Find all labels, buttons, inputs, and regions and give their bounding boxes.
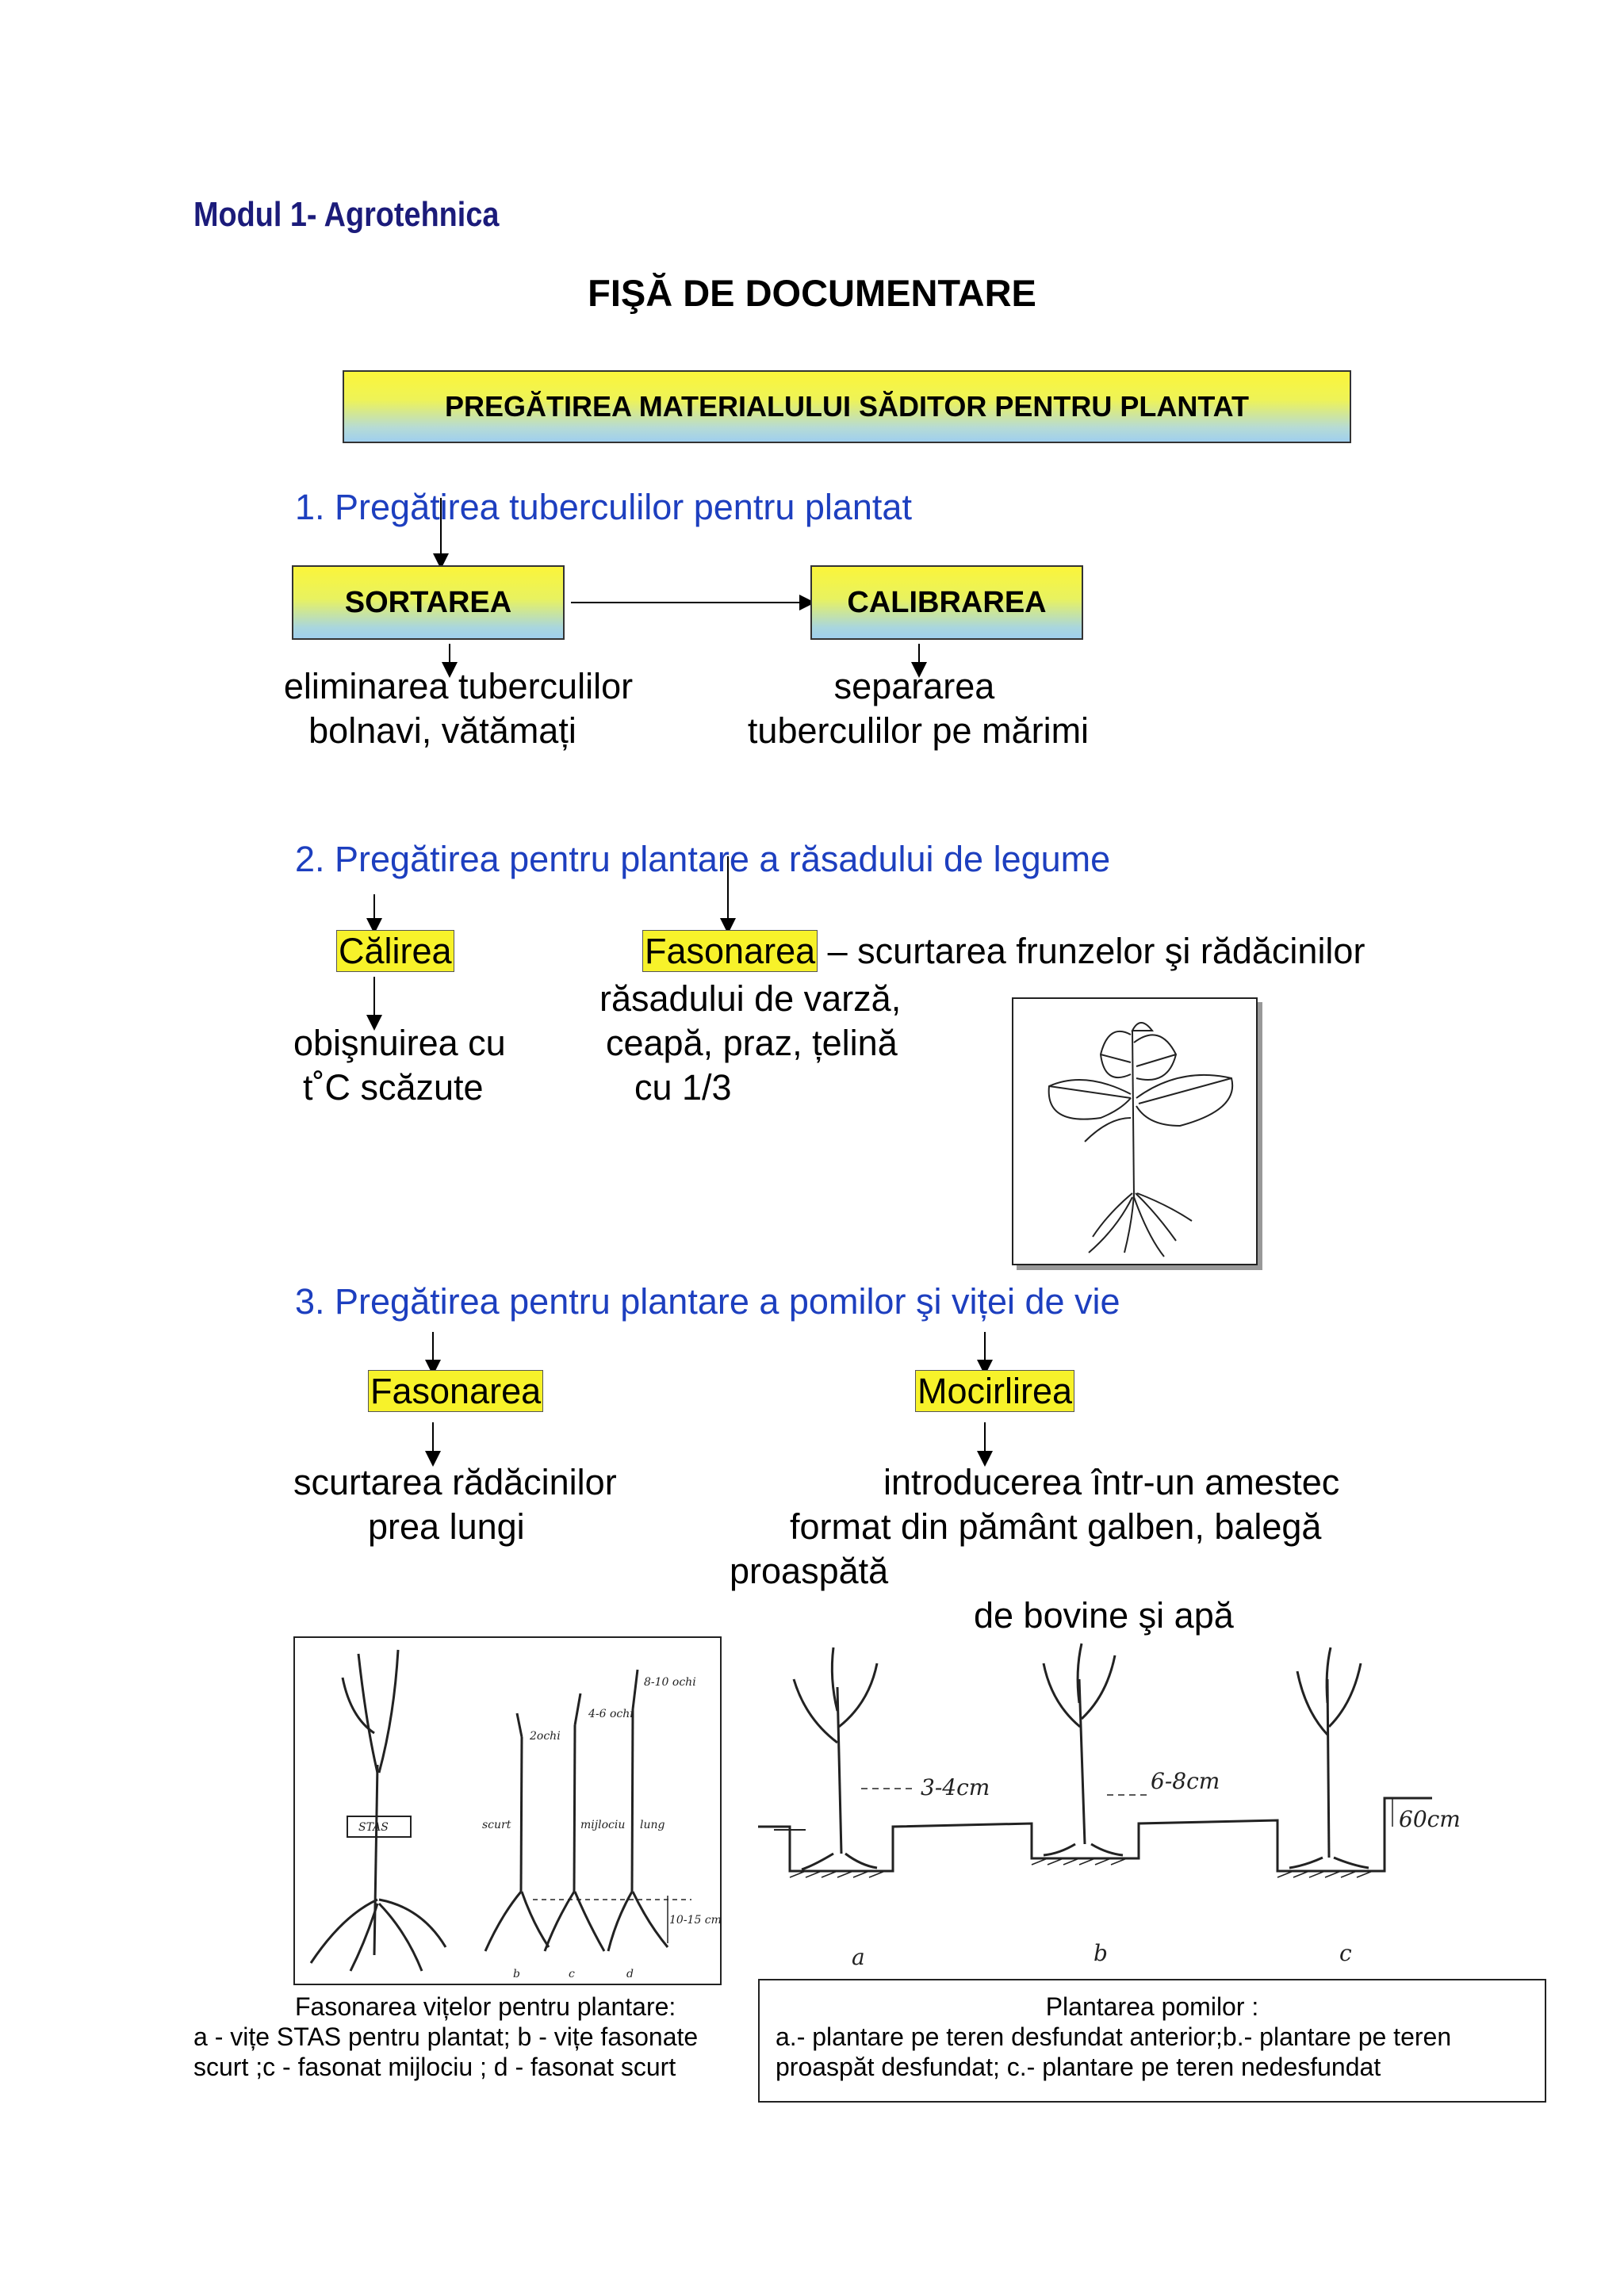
caption-line: a.- plantare pe teren desfundat anterior… bbox=[776, 2022, 1452, 2051]
desc-line: obişnuirea cu bbox=[293, 1023, 506, 1063]
puddling-label: Mocirlirea bbox=[915, 1370, 1075, 1412]
desc-line: introducerea într-un amestec bbox=[883, 1462, 1340, 1502]
desc-line: bolnavi, vătămați bbox=[308, 710, 576, 751]
shaping-definition: – scurtarea frunzelor şi rădăcinilor bbox=[827, 931, 1365, 971]
shaping-line: Fasonarea – scurtarea frunzelor şi rădăc… bbox=[642, 929, 1365, 974]
module-title: Modul 1- Agrotehnica bbox=[193, 195, 500, 234]
desc-line: răsadului de varză, bbox=[599, 978, 902, 1019]
desc-line: proaspătă bbox=[730, 1551, 889, 1591]
vine-caption: Fasonarea vițelor pentru plantare: a - v… bbox=[193, 1992, 749, 2082]
desc-line: t˚C scăzute bbox=[303, 1067, 484, 1108]
seedling-drawing bbox=[1048, 1022, 1234, 1257]
document-title: FIŞĂ DE DOCUMENTARE bbox=[588, 272, 1036, 314]
topic-banner: PREGĂTIREA MATERIALULUI SĂDITOR PENTRU P… bbox=[343, 370, 1351, 443]
puddling-description: introducerea într-un amestec format din … bbox=[730, 1460, 1339, 1638]
calibration-description: separarea tuberculilor pe mărimi bbox=[720, 664, 1116, 753]
caption-line: Plantarea pomilor : bbox=[1045, 1992, 1259, 2021]
desc-line: separarea bbox=[833, 666, 995, 706]
vine-figure: STAS 2ochi 4-6 ochi 8-10 ochi scurt mijl… bbox=[293, 1636, 722, 1985]
desc-line: prea lungi bbox=[368, 1506, 525, 1547]
fig-label: scurt bbox=[482, 1819, 511, 1831]
fig-label: 2ochi bbox=[529, 1730, 561, 1743]
calibration-box: CALIBRAREA bbox=[810, 565, 1083, 640]
fig-label: b bbox=[513, 1968, 520, 1980]
shaping-description: răsadului de varză, ceapă, praz, țelină … bbox=[599, 977, 901, 1110]
fig-label: d bbox=[626, 1968, 634, 1980]
section-3-heading: 3. Pregătirea pentru plantare a pomilor … bbox=[295, 1281, 1120, 1322]
shaping-highlight: Fasonarea bbox=[642, 930, 818, 972]
tree-shaping-label: Fasonarea bbox=[368, 1370, 544, 1412]
desc-line: ceapă, praz, țelină bbox=[606, 1023, 898, 1063]
sorting-label: SORTAREA bbox=[344, 585, 512, 619]
caption-line: Fasonarea vițelor pentru plantare: bbox=[295, 1992, 676, 2021]
hardening-label: Călirea bbox=[336, 930, 454, 972]
fig-label: 6-8cm bbox=[1151, 1768, 1220, 1794]
desc-line: de bovine şi apă bbox=[974, 1595, 1234, 1636]
tree-caption: Plantarea pomilor : a.- plantare pe tere… bbox=[760, 1980, 1545, 2082]
tree-caption-box: Plantarea pomilor : a.- plantare pe tere… bbox=[758, 1979, 1546, 2103]
desc-line: format din pământ galben, balegă bbox=[790, 1506, 1322, 1547]
desc-line: tuberculilor pe mărimi bbox=[747, 710, 1090, 751]
puddling-highlight: Mocirlirea bbox=[915, 1370, 1075, 1412]
desc-line: scurtarea rădăcinilor bbox=[293, 1462, 617, 1502]
banner-text: PREGĂTIREA MATERIALULUI SĂDITOR PENTRU P… bbox=[445, 390, 1249, 423]
seedling-figure bbox=[1012, 997, 1258, 1265]
hardening-highlight: Călirea bbox=[336, 930, 454, 972]
tree-planting-drawing: 3-4cm 6-8cm 60cm a b c bbox=[758, 1643, 1461, 1970]
calibration-label: CALIBRAREA bbox=[847, 585, 1047, 619]
tree-shaping-description: scurtarea rădăcinilor prea lungi bbox=[293, 1460, 617, 1549]
fig-label: STAS bbox=[358, 1821, 389, 1834]
fig-label: mijlociu bbox=[580, 1819, 625, 1831]
fig-label: lung bbox=[640, 1819, 665, 1831]
desc-line: cu 1/3 bbox=[634, 1067, 732, 1108]
fig-label: b bbox=[1094, 1940, 1108, 1966]
fig-label: a bbox=[852, 1944, 865, 1970]
section-2-heading: 2. Pregătirea pentru plantare a răsadulu… bbox=[295, 839, 1111, 879]
fig-label: 8-10 ochi bbox=[644, 1676, 696, 1689]
vine-drawing: STAS 2ochi 4-6 ochi 8-10 ochi scurt mijl… bbox=[309, 1649, 722, 1980]
hardening-description: obişnuirea cu t˚C scăzute bbox=[293, 1021, 506, 1110]
tree-shaping-highlight: Fasonarea bbox=[368, 1370, 544, 1412]
fig-label: c bbox=[569, 1968, 575, 1980]
fig-label: 4-6 ochi bbox=[588, 1708, 634, 1720]
section-1-heading: 1. Pregătirea tuberculilor pentru planta… bbox=[295, 487, 912, 527]
caption-line: scurt ;c - fasonat mijlociu ; d - fasona… bbox=[193, 2053, 676, 2081]
fig-label: c bbox=[1339, 1940, 1352, 1966]
sorting-description: eliminarea tuberculilor bolnavi, vătămaț… bbox=[268, 664, 649, 753]
caption-line: a - vițe STAS pentru plantat; b - vițe f… bbox=[193, 2022, 699, 2051]
desc-line: eliminarea tuberculilor bbox=[283, 666, 634, 706]
fig-label: 10-15 cm bbox=[669, 1914, 720, 1927]
tree-planting-figure: 3-4cm 6-8cm 60cm a b c bbox=[758, 1640, 1507, 1973]
fig-label: 3-4cm bbox=[921, 1774, 990, 1800]
fig-label: 60cm bbox=[1399, 1806, 1461, 1832]
caption-line: proaspăt desfundat; c.- plantare pe tere… bbox=[776, 2053, 1381, 2081]
sorting-box: SORTAREA bbox=[292, 565, 565, 640]
